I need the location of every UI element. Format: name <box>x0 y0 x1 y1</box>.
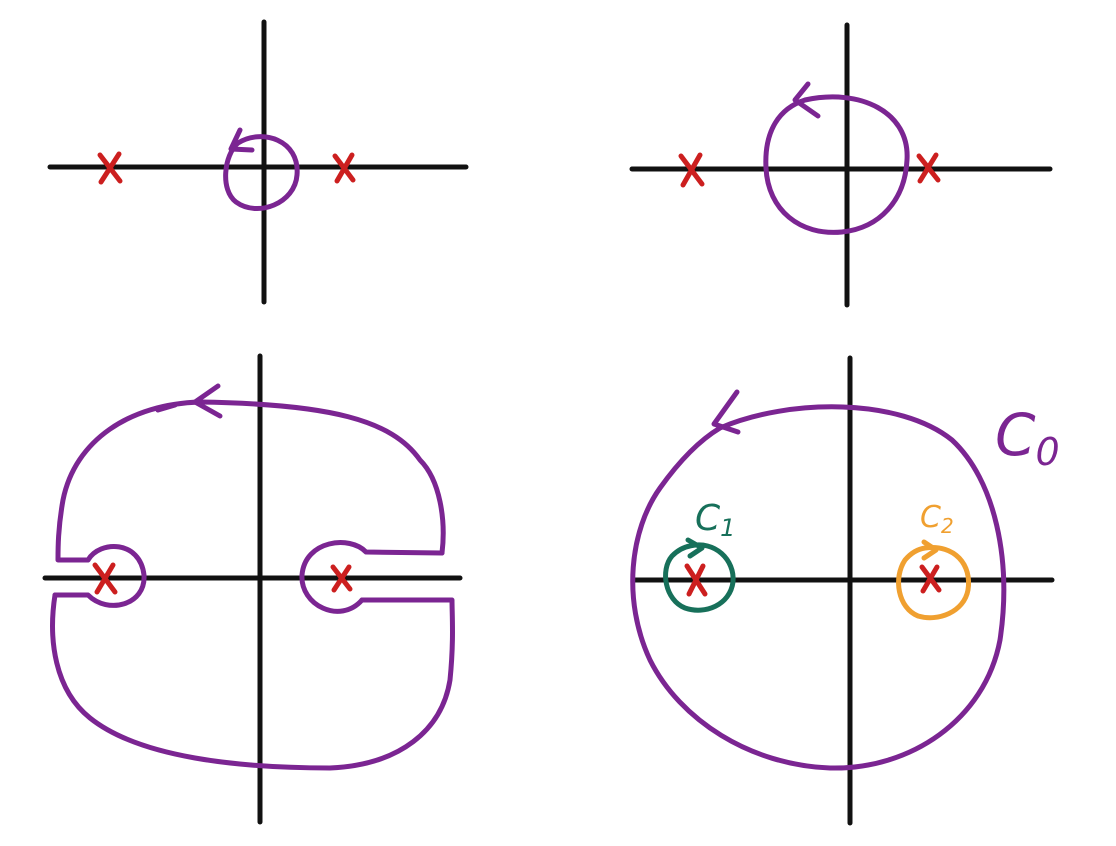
arrow-tail-stroke <box>155 402 178 413</box>
arrow-head-icon <box>711 389 741 435</box>
panel-large-circle <box>629 22 1053 308</box>
pole-cross-icon <box>919 564 942 594</box>
right-keyhole-loop <box>299 540 445 614</box>
arrow-head-icon <box>685 537 705 559</box>
panel-keyhole-contour <box>42 353 463 825</box>
pole-cross-icon <box>916 152 941 184</box>
pole-cross-icon <box>332 152 356 184</box>
arrow-head-icon <box>921 539 939 561</box>
large-contour <box>763 94 910 235</box>
arrow-head-icon <box>792 81 821 119</box>
pole-cross-icon <box>684 563 708 597</box>
pole-cross-icon <box>330 564 353 593</box>
small-contour <box>223 134 300 212</box>
outer-lower-arc <box>50 592 455 771</box>
pole-cross-icon <box>92 562 118 595</box>
arrow-head-icon <box>192 383 223 419</box>
label-c0: C0 <box>995 401 1060 474</box>
left-keyhole-loop <box>52 544 147 608</box>
label-c1: C1 <box>695 498 735 542</box>
c2-contour <box>896 545 972 621</box>
pole-cross-icon <box>97 151 123 185</box>
panel-small-circle <box>47 19 469 305</box>
arrow-head-icon <box>228 127 255 153</box>
panel-residue-contours: C0 C1 C2 <box>630 355 1060 826</box>
outer-upper-arc <box>55 399 446 563</box>
c1-contour <box>663 542 736 613</box>
pole-cross-icon <box>678 152 705 188</box>
label-c2: C2 <box>920 500 954 538</box>
c0-contour <box>630 404 1007 771</box>
